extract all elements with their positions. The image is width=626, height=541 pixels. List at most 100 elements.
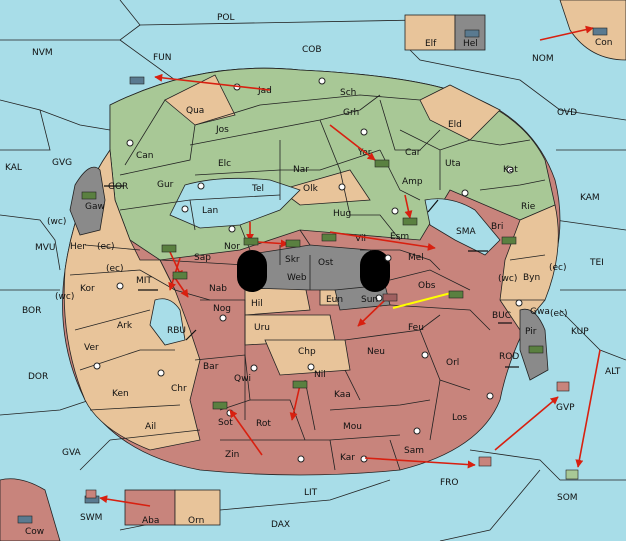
label-mvu: MVU [35,243,56,253]
unit-army-yor [374,159,390,168]
label-nvm: NVM [32,48,53,58]
unit-fleet-som [565,469,579,480]
label-gaw: Gaw [85,202,105,212]
label-cow: Cow [25,527,44,537]
label-dax: DAX [271,520,290,530]
label-neu: Neu [367,347,385,357]
label-hug: Hug [333,209,351,219]
label-nom: NOM [532,54,554,64]
unit-fleet-fro [478,456,492,467]
label-ec-byn: (ec) [549,263,567,273]
label-nil: Nil [314,370,326,380]
land-tan-east [499,204,559,331]
label-orn: Orn [188,516,204,526]
label-can: Can [136,151,154,161]
land-tan-eld [419,84,501,141]
label-amp: Amp [402,177,423,187]
label-swm: SWM [80,513,102,523]
unit-army-bri [501,236,517,245]
label-mit: MIT [136,276,152,286]
label-chr: Chr [171,384,187,394]
label-sam: Sam [404,446,424,456]
label-nab: Nab [209,284,227,294]
land-tan-qua [164,74,236,126]
label-elf: Elf [425,39,437,49]
land-tan-olk [279,169,371,206]
unit-army-pir [528,345,544,354]
label-ark: Ark [117,321,133,331]
label-wc-her: (wc) [47,217,66,227]
unit-army-sap [161,244,177,253]
label-feu: Feu [408,323,424,333]
labels: POL NVM FUN COB NOM Con Elf Hel OVD KAL … [5,13,621,537]
unit-army-gaw [81,191,97,200]
unit-army-sap2 [172,271,188,280]
support-line [392,292,452,309]
label-nar: Nar [293,165,309,175]
label-bar: Bar [203,362,219,372]
label-rie: Rie [521,202,536,212]
unit-army-vil [321,233,337,242]
label-ver: Ver [84,343,99,353]
unit-fleet-hel [464,29,480,38]
label-gwa: Gwa [530,307,550,317]
label-eun: Eun [326,295,343,305]
label-bri: Bri [491,222,503,232]
label-orl: Orl [446,358,459,368]
unit-fleet-con [592,27,608,36]
label-uta: Uta [445,159,461,169]
label-vil: Vil [355,234,366,244]
unit-fleet-swm-box [85,489,97,499]
unit-army-nor [243,237,259,246]
province-borders [69,94,546,471]
island-elf [404,14,456,51]
label-gvp: GVP [556,403,575,413]
label-wc-kor: (wc) [55,292,74,302]
label-car: Car [405,148,421,158]
label-yor: Yor [357,148,372,158]
label-alt: ALT [605,367,621,377]
label-qwi: Qwi [234,374,251,384]
label-kor: Kor [80,284,95,294]
label-lan: Lan [202,206,218,216]
unit-army-skr [285,239,301,248]
label-ail: Ail [145,422,156,432]
unit-fleet-sun [382,293,398,302]
label-sot: Sot [218,418,233,428]
label-pir: Pir [525,327,537,337]
label-ec-her: (ec) [97,242,115,252]
label-obs: Obs [418,281,436,291]
label-rbu: RBU [167,326,186,336]
label-ovd: OVD [557,108,577,118]
label-rod: ROD [499,352,519,362]
label-nog: Nog [213,304,231,314]
label-esm: Esm [390,232,409,242]
label-sma: SMA [456,227,476,237]
label-uru: Uru [254,323,270,333]
label-eld: Eld [448,120,462,130]
label-fro: FRO [440,478,459,488]
label-tel: Tel [251,184,264,194]
label-los: Los [452,413,467,423]
unit-army-sot [212,401,228,410]
label-qua: Qua [186,106,204,116]
label-rot: Rot [256,419,271,429]
label-gur: Gur [157,180,174,190]
unit-army-esm [402,217,418,226]
label-kar: Kar [340,453,355,463]
label-ec-kor: (ec) [106,264,124,274]
label-kal: KAL [5,163,22,173]
label-ec-gwa: (ec) [550,309,568,319]
label-nor: Nor [224,242,240,252]
label-zin: Zin [225,450,239,460]
label-gva: GVA [62,448,82,458]
label-buc: BUC [492,311,511,321]
land-gray-pir [519,308,549,381]
passage-arrows [104,185,519,368]
label-som: SOM [557,493,578,503]
label-sap: Sap [194,253,211,263]
label-her: Her [70,242,86,252]
unit-fleet-fun [129,76,145,85]
